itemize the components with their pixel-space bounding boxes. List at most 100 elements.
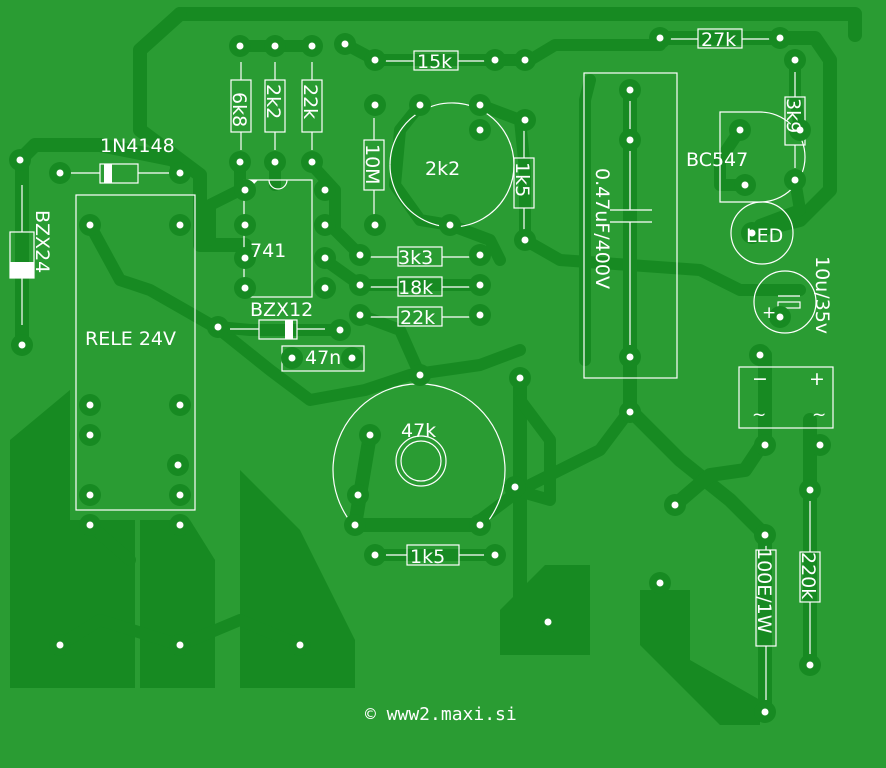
drill-hole bbox=[796, 126, 804, 134]
drill-hole bbox=[476, 101, 484, 109]
label-1k5-vertical: 1k5 bbox=[511, 162, 533, 197]
drill-hole bbox=[626, 353, 634, 361]
label-1n4148: 1N4148 bbox=[100, 135, 175, 157]
drill-hole bbox=[476, 251, 484, 259]
drill-hole bbox=[476, 126, 484, 134]
label-27k: 27k bbox=[701, 29, 736, 51]
drill-hole bbox=[241, 254, 249, 262]
drill-hole bbox=[86, 431, 94, 439]
label-22k: 22k bbox=[400, 307, 435, 329]
label-bridge-minus: − bbox=[752, 368, 768, 390]
label-3k9: 3k9 bbox=[782, 98, 804, 133]
label-741: 741 bbox=[250, 240, 286, 262]
drill-hole bbox=[86, 521, 94, 529]
drill-hole bbox=[241, 284, 249, 292]
drill-hole bbox=[776, 34, 784, 42]
drill-hole bbox=[416, 371, 424, 379]
bridge-ac-mark-right: ~ bbox=[812, 405, 826, 425]
label-2k2-resistor: 2k2 bbox=[262, 84, 284, 119]
drill-hole bbox=[656, 579, 664, 587]
label-220k: 220k bbox=[797, 552, 819, 599]
label-2k2-pot: 2k2 bbox=[425, 158, 460, 180]
drill-hole bbox=[348, 354, 356, 362]
drill-hole bbox=[791, 176, 799, 184]
drill-hole bbox=[321, 254, 329, 262]
bridge-ac-mark-left: ~ bbox=[752, 405, 766, 425]
drill-hole bbox=[241, 186, 249, 194]
component-labels: 1N4148 BZX24 RELE 24V 6k8 2k2 22k 741 BZ… bbox=[31, 29, 833, 725]
drill-hole bbox=[176, 521, 184, 529]
drill-hole bbox=[491, 56, 499, 64]
label-elko: 10u/35v bbox=[811, 256, 833, 334]
drill-hole bbox=[18, 341, 26, 349]
copper-pours bbox=[10, 390, 760, 725]
drill-hole bbox=[336, 326, 344, 334]
drill-hole bbox=[371, 56, 379, 64]
drill-hole bbox=[736, 126, 744, 134]
drill-hole bbox=[776, 313, 784, 321]
drill-hole bbox=[476, 521, 484, 529]
drill-hole bbox=[656, 34, 664, 42]
drill-hole bbox=[86, 221, 94, 229]
drill-hole bbox=[174, 461, 182, 469]
drill-hole bbox=[341, 40, 349, 48]
drill-hole bbox=[86, 491, 94, 499]
solder-pads bbox=[9, 27, 831, 723]
label-bc547: BC547 bbox=[686, 149, 748, 171]
drill-hole bbox=[176, 641, 184, 649]
drill-hole bbox=[806, 486, 814, 494]
drill-hole bbox=[476, 281, 484, 289]
copyright-text: © www2.maxi.si bbox=[365, 704, 517, 725]
drill-hole bbox=[516, 374, 524, 382]
drill-hole bbox=[214, 323, 222, 331]
drill-hole bbox=[321, 221, 329, 229]
label-3k3: 3k3 bbox=[398, 247, 433, 269]
drill-hole bbox=[56, 641, 64, 649]
drill-hole bbox=[271, 42, 279, 50]
drill-hole bbox=[741, 181, 749, 189]
drill-hole bbox=[321, 284, 329, 292]
drill-hole bbox=[761, 708, 769, 716]
label-22k-top: 22k bbox=[299, 84, 321, 119]
drill-hole bbox=[176, 491, 184, 499]
drill-hole bbox=[308, 158, 316, 166]
label-47n: 47n bbox=[305, 347, 341, 369]
drill-hole bbox=[356, 311, 364, 319]
drill-hole bbox=[544, 618, 552, 626]
drill-hole bbox=[16, 156, 24, 164]
drill-hole bbox=[756, 351, 764, 359]
drill-hole bbox=[56, 169, 64, 177]
drill-hole bbox=[366, 431, 374, 439]
label-bridge-plus: + bbox=[809, 368, 825, 390]
drill-hole bbox=[816, 441, 824, 449]
drill-hole bbox=[241, 221, 249, 229]
drill-hole bbox=[476, 311, 484, 319]
drill-hole bbox=[671, 501, 679, 509]
drill-hole bbox=[511, 483, 519, 491]
drill-hole bbox=[446, 221, 454, 229]
drill-hole bbox=[626, 86, 634, 94]
label-bzx24: BZX24 bbox=[31, 210, 53, 273]
drill-hole bbox=[626, 408, 634, 416]
drill-hole bbox=[761, 441, 769, 449]
drill-hole bbox=[356, 251, 364, 259]
label-led: LED bbox=[746, 225, 783, 247]
drill-hole bbox=[236, 158, 244, 166]
drill-hole bbox=[288, 354, 296, 362]
label-100e-1w: 100E/1W bbox=[753, 548, 775, 634]
label-relay: RELE 24V bbox=[85, 328, 176, 350]
drill-hole bbox=[371, 221, 379, 229]
drill-hole bbox=[236, 42, 244, 50]
drill-hole bbox=[271, 158, 279, 166]
label-10m: 10M bbox=[361, 144, 383, 185]
drill-hole bbox=[521, 56, 529, 64]
label-15k: 15k bbox=[417, 51, 452, 73]
drill-hole bbox=[356, 281, 364, 289]
label-18k: 18k bbox=[398, 277, 433, 299]
drill-hole bbox=[308, 42, 316, 50]
drill-hole bbox=[416, 101, 424, 109]
drill-hole bbox=[354, 491, 362, 499]
label-bzx12: BZX12 bbox=[250, 299, 313, 321]
drill-hole bbox=[626, 136, 634, 144]
